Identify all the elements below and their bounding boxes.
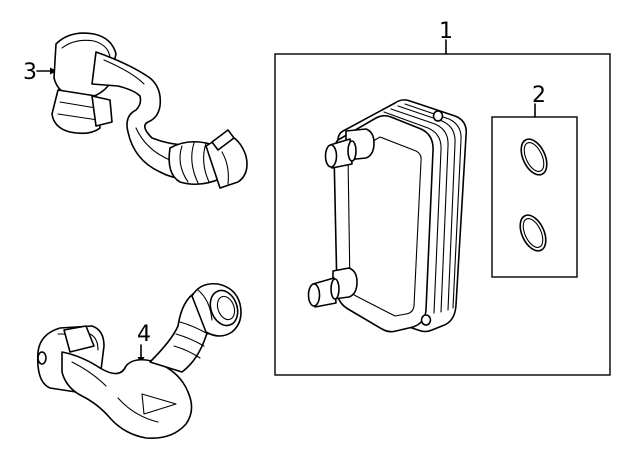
callout-3-arrow — [36, 67, 57, 75]
lower-coolant-hose — [36, 282, 242, 440]
cooler-assembly-frame — [274, 53, 611, 376]
seal-ring-upper — [520, 138, 548, 176]
callout-4: 4 — [137, 322, 151, 347]
upper-coolant-hose — [51, 32, 248, 189]
oil-cooler — [307, 99, 468, 333]
callout-1: 1 — [439, 19, 453, 44]
callout-3: 3 — [23, 60, 37, 85]
seal-ring-lower — [519, 214, 547, 252]
callout-2: 2 — [532, 83, 546, 108]
